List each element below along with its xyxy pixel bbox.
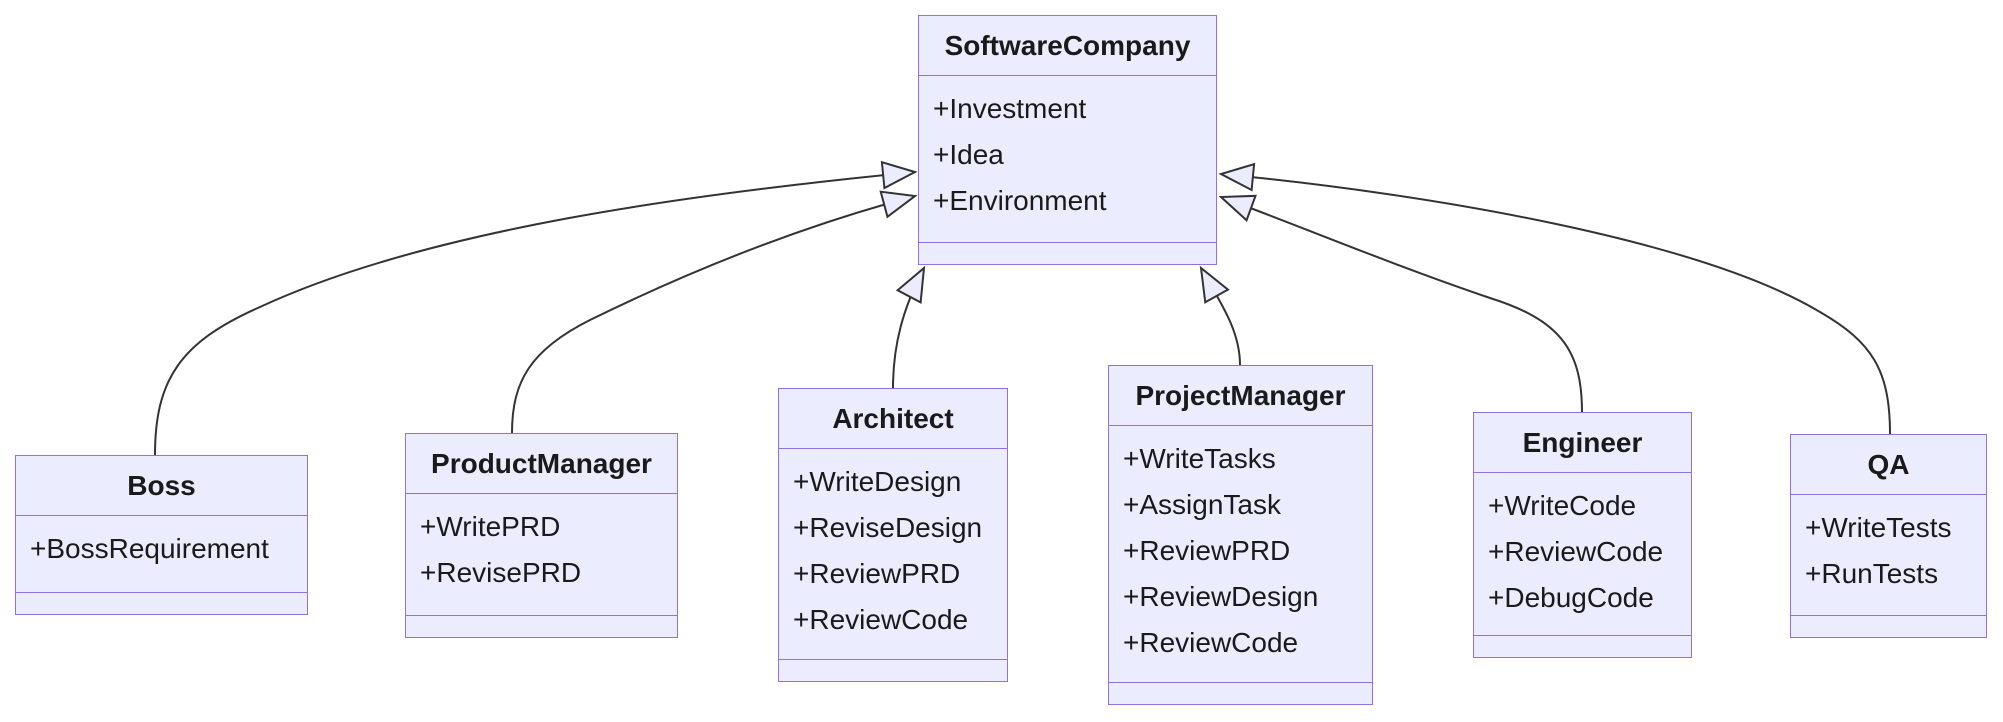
class-member: +ReviewCode xyxy=(1488,536,1664,567)
class-methods-empty-productmanager xyxy=(406,615,677,637)
class-title-boss: Boss xyxy=(16,456,307,516)
class-members-productmanager: +WritePRD +RevisePRD xyxy=(406,494,677,615)
class-member: +RunTests xyxy=(1805,558,1939,589)
class-title-engineer: Engineer xyxy=(1474,413,1691,473)
class-member: +WriteDesign xyxy=(793,466,962,497)
class-title-softwarecompany: SoftwareCompany xyxy=(919,16,1216,76)
class-title-qa: QA xyxy=(1791,435,1986,495)
class-methods-empty-engineer xyxy=(1474,635,1691,657)
class-node-productmanager: ProductManager +WritePRD +RevisePRD xyxy=(405,433,678,638)
class-member: +RevisePRD xyxy=(420,557,582,588)
class-member: +ReviewCode xyxy=(793,604,969,635)
class-member: +ReviewPRD xyxy=(1123,535,1291,566)
class-node-softwarecompany: SoftwareCompany +Investment +Idea +Environ… xyxy=(918,15,1217,265)
class-members-softwarecompany: +Investment +Idea +Environment xyxy=(919,76,1216,242)
class-methods-empty-qa xyxy=(1791,615,1986,637)
class-member: +ReviseDesign xyxy=(793,512,983,543)
class-methods-empty-architect xyxy=(779,659,1007,681)
class-member: +Environment xyxy=(933,185,1107,216)
class-methods-empty-projectmanager xyxy=(1109,682,1372,704)
class-node-projectmanager: ProjectManager +WriteTasks +AssignTask +Re… xyxy=(1108,365,1373,705)
class-title-architect: Architect xyxy=(779,389,1007,449)
class-member: +ReviewCode xyxy=(1123,627,1299,658)
class-members-projectmanager: +WriteTasks +AssignTask +ReviewPRD +ReviewD… xyxy=(1109,426,1372,682)
class-member: +WriteTests xyxy=(1805,512,1952,543)
class-member: +Idea xyxy=(933,139,1004,170)
class-members-boss: +BossRequirement xyxy=(16,516,307,592)
class-member: +ReviewPRD xyxy=(793,558,961,589)
class-members-engineer: +WriteCode +ReviewCode +DebugCode xyxy=(1474,473,1691,635)
class-node-boss: Boss +BossRequirement xyxy=(15,455,308,615)
class-title-productmanager: ProductManager xyxy=(406,434,677,494)
edge-projectmanager-to-softwarecompany xyxy=(1199,265,1241,366)
class-members-qa: +WriteTests +RunTests xyxy=(1791,495,1986,615)
edge-qa-to-softwarecompany xyxy=(1218,162,1891,435)
edge-boss-to-softwarecompany xyxy=(154,160,918,456)
class-node-engineer: Engineer +WriteCode +ReviewCode +DebugCode xyxy=(1473,412,1692,658)
class-member: +WritePRD xyxy=(420,511,561,542)
class-member: +ReviewDesign xyxy=(1123,581,1319,612)
class-node-architect: Architect +WriteDesign +ReviseDesign +Revi… xyxy=(778,388,1008,682)
class-members-architect: +WriteDesign +ReviseDesign +ReviewPRD +Revi… xyxy=(779,449,1007,659)
class-methods-empty-boss xyxy=(16,592,307,614)
class-member: +AssignTask xyxy=(1123,489,1281,520)
edge-engineer-to-softwarecompany xyxy=(1218,194,1583,413)
class-member: +DebugCode xyxy=(1488,582,1654,613)
class-member: +WriteCode xyxy=(1488,490,1637,521)
class-methods-empty-softwarecompany xyxy=(919,242,1216,264)
edge-architect-to-softwarecompany xyxy=(892,265,926,389)
class-member: +BossRequirement xyxy=(30,533,269,564)
class-member: +WriteTasks xyxy=(1123,443,1276,474)
class-title-projectmanager: ProjectManager xyxy=(1109,366,1372,426)
class-node-qa: QA +WriteTests +RunTests xyxy=(1790,434,1987,638)
class-member: +Investment xyxy=(933,93,1087,124)
edge-productmanager-to-softwarecompany xyxy=(511,190,918,434)
